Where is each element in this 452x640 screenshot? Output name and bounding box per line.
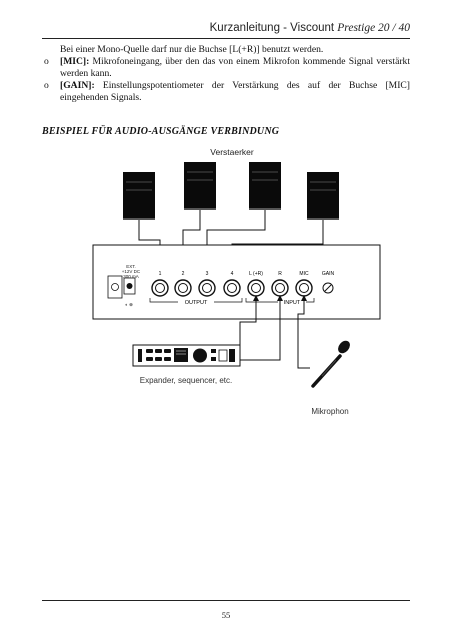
output-jacks [151,279,241,297]
output-jack-label: 4 [231,271,234,277]
power-label-3: 300 mA [123,274,139,279]
expander-device-icon [132,344,241,367]
power-connector: ◐ ⊕ [107,275,136,307]
input-jack-mic-icon [295,279,313,297]
section-title: BEISPIEL FÜR AUDIO-AUSGÄNGE VERBINDUNG [42,126,280,137]
group-brackets [149,298,315,303]
bullet-term-gain: [GAIN]: [60,80,95,91]
microphone-label: Mikrophon [311,407,348,416]
input-jack-label: R [278,271,282,277]
speaker-3 [249,162,281,210]
input-jack-r-icon [271,279,289,297]
bullet-marker: o [44,56,49,67]
header-model: Prestige 20 / 40 [337,22,410,34]
power-label-1: EXT. [126,264,136,269]
speaker-1 [123,172,155,220]
expander-label: Expander, sequencer, etc. [140,376,233,385]
page-header: Kurzanleitung - Viscount Prestige 20 / 4… [210,22,410,34]
power-label-2: +12V DC [122,269,141,274]
microphone-cable [297,295,310,369]
bullet-gain: o [GAIN]: Einstellungspotentiometer der … [44,80,410,104]
microphone-icon [311,340,350,388]
output-jack-2-icon [174,279,192,297]
bullet-mic: o [MIC]: Mikrofoneingang, über den das v… [44,56,410,80]
bullet-term-mic: [MIC]: [60,56,90,67]
input-group-label: INPUT [284,300,301,306]
bullet-text-gain: Einstellungspotentiometer der Verstärkun… [60,80,410,103]
intro-paragraph: Bei einer Mono-Quelle darf nur die Buchs… [60,44,324,55]
expander-cables [239,295,283,361]
amplifier-label: Verstaerker [210,147,254,157]
header-prefix: Kurzanleitung - Viscount [209,22,338,34]
footer-rule [42,600,410,601]
input-jacks [247,279,313,297]
output-jack-4-icon [223,279,241,297]
output-jack-3-icon [198,279,216,297]
output-jack-label: 1 [159,271,162,277]
output-jack-label: 3 [206,271,209,277]
svg-text:◐ ⊕: ◐ ⊕ [125,302,133,307]
output-jack-label: 2 [182,271,185,277]
input-jack-label: MIC [299,271,309,277]
gain-label: GAIN [322,271,335,277]
bullet-marker: o [44,80,49,91]
gain-knob-icon [322,282,334,294]
input-jack-label: L (+R) [249,271,263,277]
speaker-2 [184,162,216,210]
bullet-text-mic: Mikrofoneingang, über den das von einem … [60,56,410,79]
output-group-label: OUTPUT [185,300,208,306]
output-jack-1-icon [151,279,169,297]
speaker-4 [307,172,339,220]
header-rule [42,38,410,39]
page-number: 55 [221,610,231,620]
input-jack-l-icon [247,279,265,297]
